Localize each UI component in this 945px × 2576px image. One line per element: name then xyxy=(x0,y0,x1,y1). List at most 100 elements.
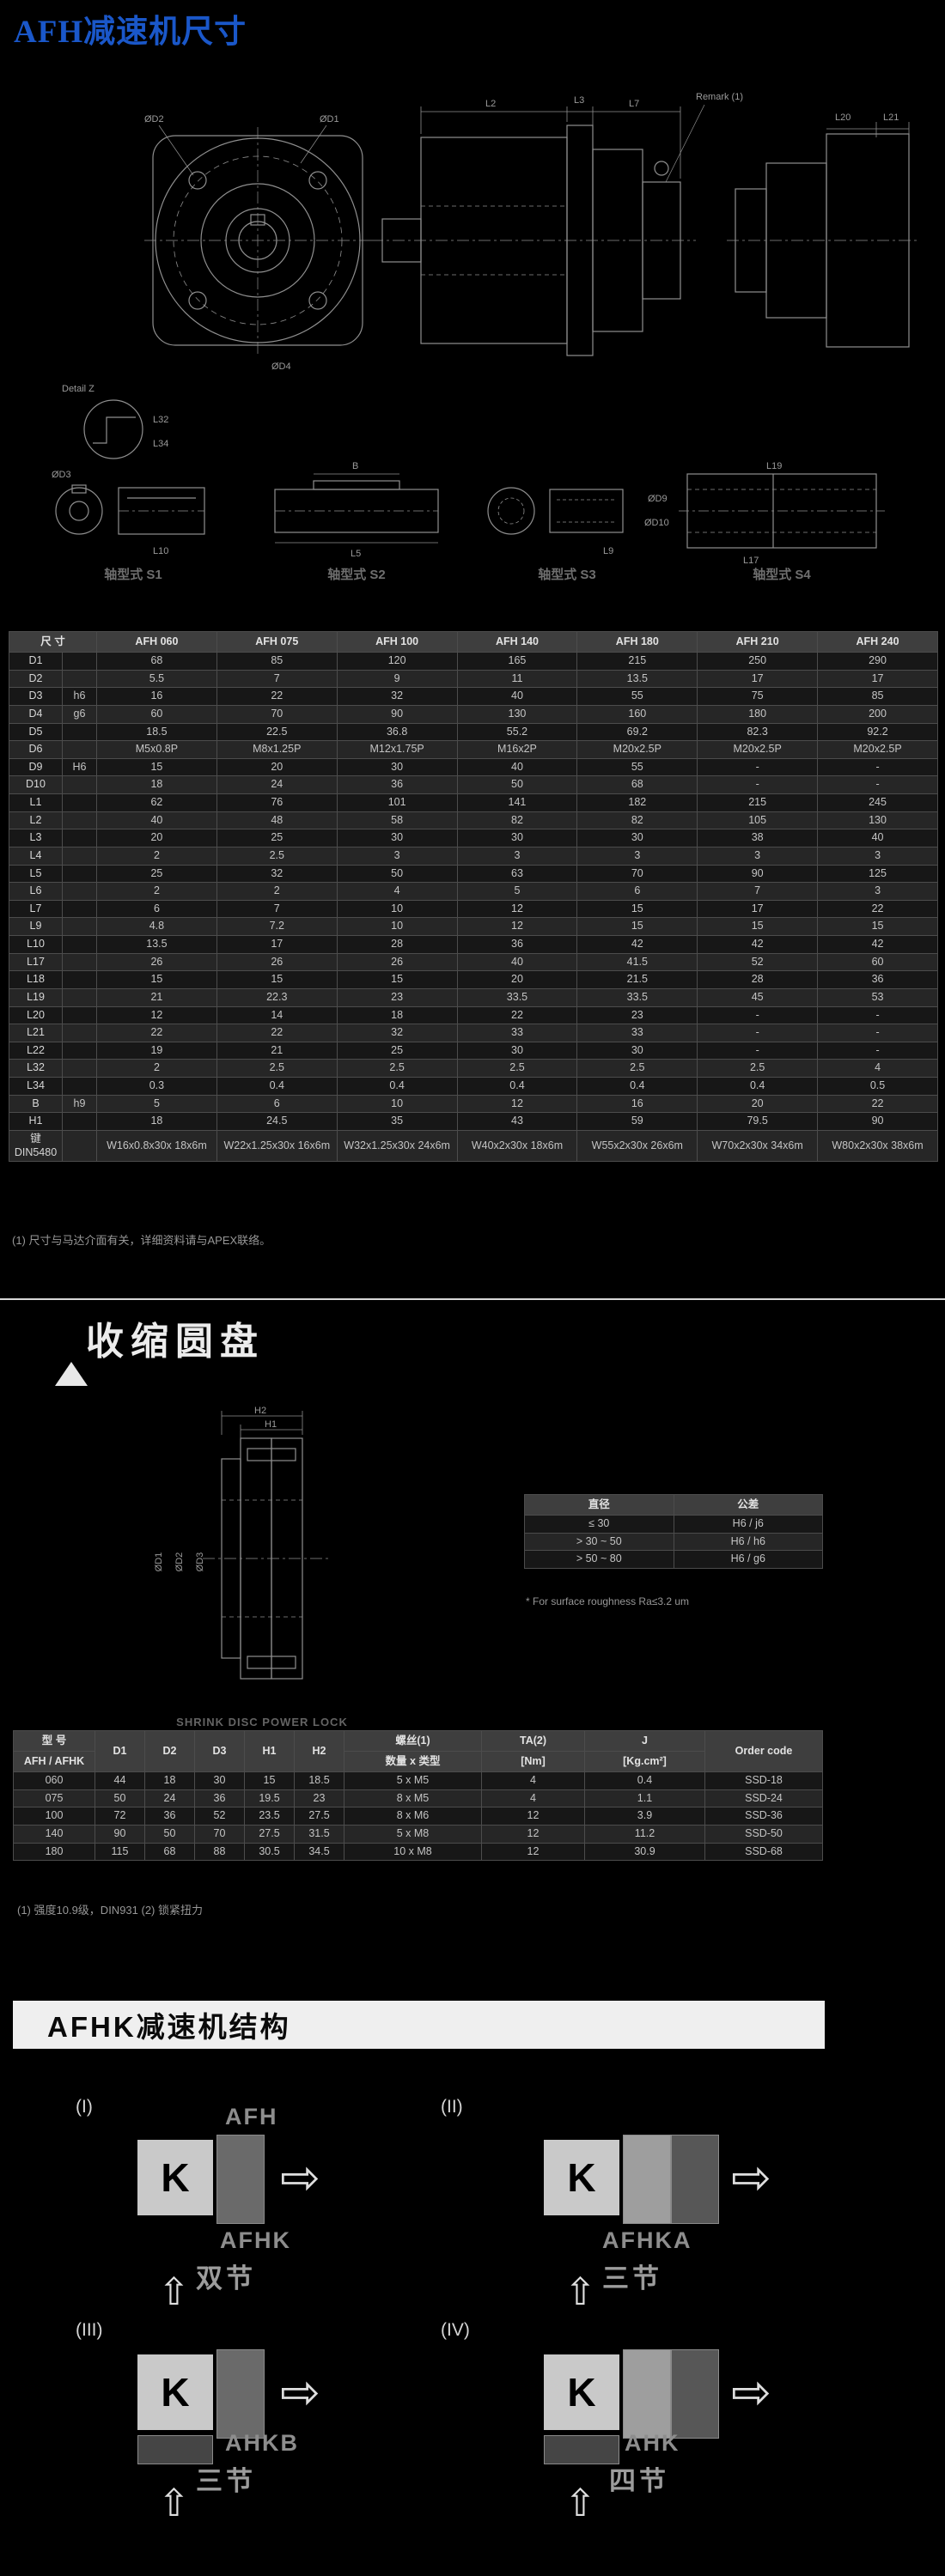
dim-name: L9 xyxy=(9,917,63,936)
dim-value: 7 xyxy=(216,899,338,919)
dim-value: 3 xyxy=(336,846,458,866)
k-label: K xyxy=(161,2155,190,2200)
shaft-view-s1 xyxy=(55,484,205,535)
dim-value: 18 xyxy=(96,1112,217,1131)
dim-label-l2: L2 xyxy=(485,99,496,109)
dim-value: 0.4 xyxy=(216,1077,338,1096)
dim-value: 59 xyxy=(576,1112,698,1131)
dim-name: L7 xyxy=(9,899,63,919)
spec-value: 27.5 xyxy=(244,1824,295,1844)
dim-value: 0.4 xyxy=(697,1077,819,1096)
section-divider xyxy=(0,1298,945,1300)
dim-label-l21: L21 xyxy=(883,112,899,123)
diagram-name: AHK xyxy=(625,2430,680,2456)
dim-col-header: 尺 寸 xyxy=(8,631,98,653)
spec-value: 31.5 xyxy=(294,1824,344,1844)
tolerance-col-header-tolerance: 公差 xyxy=(673,1494,823,1516)
dim-value: 215 xyxy=(576,652,698,671)
dim-value: 40 xyxy=(817,829,938,848)
dim-value: 2.5 xyxy=(697,1059,819,1078)
spec-value: 36 xyxy=(194,1789,245,1808)
dim-value: 15 xyxy=(96,757,217,777)
dim-value: 55.2 xyxy=(456,722,578,742)
dim-value: 4 xyxy=(336,882,458,901)
spec-value: SSD-36 xyxy=(704,1807,823,1826)
spec-header-d2: D2 xyxy=(144,1730,195,1772)
dim-name: L6 xyxy=(9,882,63,901)
dim-tolerance xyxy=(61,935,98,954)
technical-drawing: ØD2 ØD1 ØD4 L2 L3 L7 Remark (1) L20 L21 … xyxy=(52,92,918,582)
diagram-name: AFHKA xyxy=(602,2227,692,2253)
diagram-stage: 三节 xyxy=(602,2263,662,2293)
dim-label-l19: L19 xyxy=(766,461,782,471)
dim-value: 10 xyxy=(336,899,458,919)
dim-tolerance xyxy=(61,793,98,812)
dim-value: 68 xyxy=(576,775,698,794)
dim-tolerance xyxy=(61,669,98,689)
spec-header-d3: D3 xyxy=(194,1730,245,1772)
dim-name: L20 xyxy=(9,1005,63,1025)
tolerance-value: ≤ 30 xyxy=(524,1515,674,1534)
spec-value: 50 xyxy=(94,1789,145,1808)
dim-value: - xyxy=(697,775,819,794)
dim-name: H1 xyxy=(9,1112,63,1131)
dim-label-shrink-d3: ØD3 xyxy=(195,1552,205,1572)
dim-name: D9 xyxy=(9,757,63,777)
dim-label-l7: L7 xyxy=(629,99,639,109)
dim-tolerance: g6 xyxy=(61,704,98,724)
tolerance-value: H6 / j6 xyxy=(673,1515,823,1534)
dim-col-header: AFH 100 xyxy=(336,631,458,653)
dim-tolerance xyxy=(61,1112,98,1131)
dim-value: M8x1.25P xyxy=(216,740,338,759)
dim-value: 22.3 xyxy=(216,987,338,1007)
dim-tolerance: h9 xyxy=(61,1094,98,1114)
k-module-box: K xyxy=(544,2140,619,2215)
dim-value: 23 xyxy=(576,1005,698,1025)
dim-value: 55 xyxy=(576,757,698,777)
dim-label-l9: L9 xyxy=(603,546,613,556)
dim-value: 90 xyxy=(817,1112,938,1131)
dim-value: 3 xyxy=(456,846,578,866)
spec-table: 型 号 D1 D2 D3 H1 H2 螺丝(1) TA(2) J Order c… xyxy=(13,1730,823,1862)
spec-value: 36 xyxy=(144,1807,195,1826)
dim-label-l32: L32 xyxy=(153,415,168,425)
dim-value: 90 xyxy=(336,704,458,724)
dim-value: 32 xyxy=(336,687,458,706)
dim-value: 26 xyxy=(216,952,338,972)
dim-value: 28 xyxy=(336,935,458,954)
dim-tolerance xyxy=(61,775,98,794)
dim-value: 15 xyxy=(576,899,698,919)
dim-value: 85 xyxy=(216,652,338,671)
dim-label-d1: ØD1 xyxy=(320,114,339,125)
dim-value: 55 xyxy=(576,687,698,706)
dim-tolerance: h6 xyxy=(61,687,98,706)
triangle-marker xyxy=(55,1362,88,1386)
dim-value: 79.5 xyxy=(697,1112,819,1131)
dim-value: 48 xyxy=(216,811,338,830)
dim-value: 50 xyxy=(336,864,458,884)
dim-value: 6 xyxy=(576,882,698,901)
diagram-name: AFHK xyxy=(220,2227,291,2253)
dim-value: 16 xyxy=(576,1094,698,1114)
shaft-view-s4 xyxy=(679,473,885,549)
front-view xyxy=(144,125,371,354)
dim-value: 12 xyxy=(456,1094,578,1114)
spec-value: 30.5 xyxy=(244,1842,295,1862)
dim-value: 4 xyxy=(817,1059,938,1078)
dim-value: 24.5 xyxy=(216,1112,338,1131)
dim-value: 42 xyxy=(576,935,698,954)
dim-name: 键 DIN5480 xyxy=(9,1129,63,1163)
dim-value: 17 xyxy=(817,669,938,689)
spec-model: 180 xyxy=(13,1842,95,1862)
dim-name: L3 xyxy=(9,829,63,848)
dim-value: W55x2x30x 26x6m xyxy=(576,1129,698,1163)
